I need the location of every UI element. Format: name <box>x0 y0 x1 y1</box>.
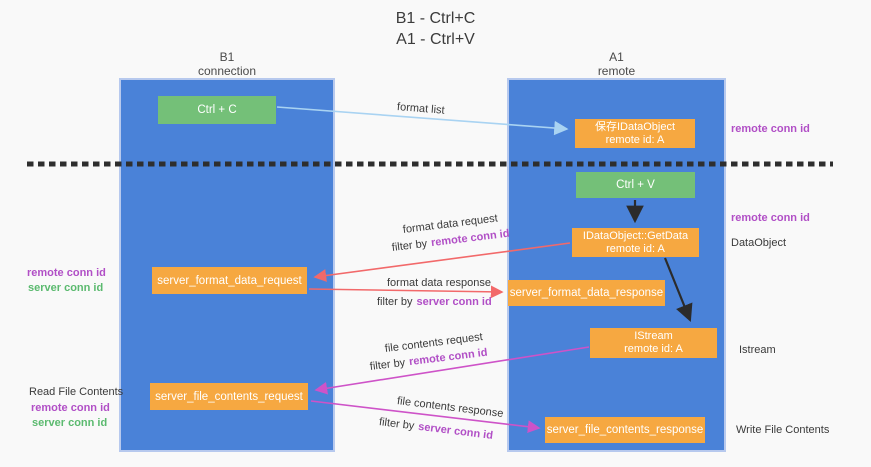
server-file-contents-request-label: server_file_contents_request <box>155 390 303 403</box>
dataobject-label: DataObject <box>731 237 787 249</box>
server-format-data-request-label: server_format_data_request <box>157 274 302 287</box>
right-column-header: A1 remote <box>507 50 726 78</box>
server-format-data-response-label: server_format_data_response <box>509 287 664 299</box>
right-remote-conn-id-top-label: remote conn id <box>731 123 810 135</box>
ctrl-c-box: Ctrl + C <box>158 96 276 124</box>
save-idataobject-line2: remote id: A <box>605 133 665 146</box>
getdata-line2: remote id: A <box>606 242 665 255</box>
istream-side-label: Istream <box>739 344 776 356</box>
server-file-contents-response-box: server_file_contents_response <box>545 417 705 443</box>
server-conn-id-text: server conn id <box>416 296 492 308</box>
left-column-role: connection <box>197 64 257 78</box>
filter-by-text: filter by <box>377 296 413 308</box>
right-remote-conn-id-mid-label: remote conn id <box>731 212 810 224</box>
title-line-1: B1 - Ctrl+C <box>395 10 476 27</box>
arrow-getdata-to-istream <box>663 257 693 323</box>
format-data-response-label: format data response <box>387 277 491 289</box>
left-server-conn-id-label-2: server conn id <box>32 417 108 429</box>
server-file-contents-response-label: server_file_contents_response <box>546 424 704 436</box>
left-remote-conn-id-label-1: remote conn id <box>27 267 106 279</box>
idataobject-getdata-box: IDataObject::GetData remote id: A <box>572 228 699 257</box>
ctrl-c-label: Ctrl + C <box>197 104 237 116</box>
server-file-contents-request-box: server_file_contents_request <box>150 383 308 410</box>
left-column-name: B1 <box>219 50 235 64</box>
save-idataobject-box: 保存IDataObject remote id: A <box>575 119 695 148</box>
right-column-role: remote <box>597 64 636 78</box>
arrow-format-data-response <box>308 285 504 299</box>
arrow-file-contents-response <box>310 400 541 434</box>
server-format-data-request-box: server_format_data_request <box>152 267 307 294</box>
ctrl-v-label: Ctrl + V <box>616 179 655 191</box>
diagram-title: B1 - Ctrl+C A1 - Ctrl+V <box>0 8 871 50</box>
left-column-header: B1 connection <box>119 50 335 78</box>
title-line-2: A1 - Ctrl+V <box>396 31 475 48</box>
istream-line1: IStream <box>634 330 673 342</box>
left-server-conn-id-label-1: server conn id <box>28 282 104 294</box>
left-remote-conn-id-label-2: remote conn id <box>31 402 110 414</box>
right-column-name: A1 <box>609 50 624 64</box>
write-file-contents-label: Write File Contents <box>736 424 830 436</box>
istream-line2: remote id: A <box>624 343 683 355</box>
getdata-line1: IDataObject::GetData <box>582 229 689 242</box>
arrow-file-contents-request <box>314 346 590 395</box>
arrow-format-data-request <box>313 242 571 282</box>
arrow-format-list <box>276 106 569 136</box>
ctrl-v-box: Ctrl + V <box>576 172 695 198</box>
save-idataobject-line1: 保存IDataObject <box>594 120 676 133</box>
server-format-data-response-box: server_format_data_response <box>508 280 665 306</box>
istream-box: IStream remote id: A <box>590 328 717 358</box>
read-file-contents-label: Read File Contents <box>29 386 124 398</box>
